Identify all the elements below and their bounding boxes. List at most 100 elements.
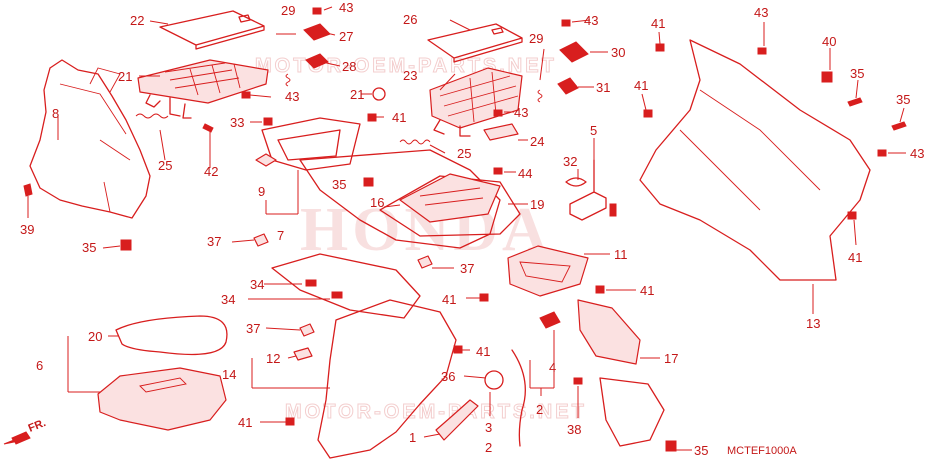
part-21-grommet[interactable]	[372, 87, 386, 101]
part-30-latch[interactable]	[559, 41, 589, 63]
part-43-bolt-a[interactable]	[312, 7, 322, 15]
part-25-spring-left[interactable]	[135, 113, 169, 119]
leader-16	[383, 204, 401, 208]
callout-35-right-b: 35	[896, 92, 910, 107]
part-37-clip-c[interactable]	[299, 323, 315, 337]
callout-9: 9	[258, 184, 265, 199]
callout-43-f: 43	[910, 146, 924, 161]
part-33-screw[interactable]	[263, 117, 273, 126]
callout-29-right: 29	[529, 31, 543, 46]
part-27-latch[interactable]	[303, 23, 331, 41]
part-7-frame-body[interactable]	[299, 149, 501, 249]
part-31-latch[interactable]	[557, 77, 579, 95]
callout-23: 23	[403, 68, 417, 83]
part-43-bolt-c[interactable]	[561, 19, 571, 27]
part-9-frame-trim[interactable]	[261, 117, 361, 171]
part-35-clip-c[interactable]	[847, 97, 863, 107]
leader-36	[463, 375, 487, 379]
leader-29b	[539, 48, 545, 81]
part-35-clip-e[interactable]	[665, 440, 677, 452]
part-42-screw[interactable]	[202, 123, 214, 133]
part-23-inner-box[interactable]	[429, 67, 523, 129]
part-43-bolt-f[interactable]	[877, 149, 887, 157]
part-20-seal[interactable]	[115, 315, 228, 356]
callout-43-a: 43	[339, 0, 353, 15]
callout-37-lower: 37	[246, 321, 260, 336]
part-41-screw-h[interactable]	[285, 417, 295, 426]
part-14-inner-fender[interactable]	[317, 299, 457, 459]
part-40-grommet[interactable]	[821, 71, 833, 83]
part-6-handle	[139, 377, 187, 393]
leader-43b	[249, 94, 272, 98]
callout-35-left: 35	[82, 240, 96, 255]
part-41-screw-g[interactable]	[453, 345, 463, 354]
part-35-clip-d[interactable]	[891, 121, 907, 131]
part-35-clip-b[interactable]	[363, 177, 374, 187]
part-41-screw-c[interactable]	[643, 109, 653, 118]
part-8-side-cover[interactable]	[29, 59, 151, 219]
part-34-clip-b[interactable]	[331, 291, 343, 299]
callout-41-h: 41	[238, 415, 252, 430]
part-35-clip-a[interactable]	[120, 239, 132, 251]
part-34-upper-fender[interactable]	[271, 253, 421, 319]
leader-35c	[855, 79, 859, 99]
callout-41-f: 41	[640, 283, 654, 298]
part-41-screw-d[interactable]	[847, 211, 857, 220]
leader-41c	[641, 93, 647, 111]
part-6-side-box[interactable]	[97, 367, 227, 431]
part-26-lid[interactable]	[427, 23, 523, 63]
part-38-bolt[interactable]	[573, 377, 583, 385]
callout-21: 21	[350, 87, 364, 102]
part-5-key-cylinder[interactable]	[569, 159, 607, 221]
part-29-spring-a[interactable]	[285, 73, 291, 87]
part-32-clip[interactable]	[565, 177, 587, 187]
part-17-guard[interactable]	[577, 299, 641, 365]
front-arrow-icon	[3, 431, 31, 445]
part-28-latch[interactable]	[305, 53, 329, 69]
leader-26	[449, 19, 471, 31]
part-4-cap[interactable]	[539, 311, 561, 329]
part-2-hose[interactable]	[511, 349, 526, 447]
part-43-bolt-e[interactable]	[757, 47, 767, 55]
callout-43-b: 43	[285, 89, 299, 104]
part-44-bolt[interactable]	[493, 167, 503, 175]
part-25-spring-center[interactable]	[399, 139, 431, 145]
part-41-screw-a[interactable]	[367, 113, 377, 122]
callout-27: 27	[339, 29, 353, 44]
part-12-clip[interactable]	[293, 347, 313, 361]
part-19-tray[interactable]	[399, 173, 501, 223]
part-8-edge	[59, 67, 131, 213]
part-5-key[interactable]	[609, 203, 617, 217]
part-9-seal[interactable]	[255, 153, 277, 167]
part-37-clip-b[interactable]	[417, 255, 433, 269]
callout-2-lower: 2	[485, 440, 492, 455]
part-41-screw-b[interactable]	[655, 43, 665, 52]
leader-37c	[265, 327, 301, 331]
part-23-grid	[439, 71, 519, 123]
leader-43c	[571, 19, 591, 23]
part-43-bolt-b[interactable]	[241, 91, 251, 99]
callout-33: 33	[230, 115, 244, 130]
callout-20: 20	[88, 329, 102, 344]
part-11-pocket-box[interactable]	[507, 245, 589, 297]
part-37-clip-a[interactable]	[253, 233, 269, 247]
part-29-spring-b[interactable]	[537, 89, 543, 103]
part-34-clip-a[interactable]	[305, 279, 317, 287]
leader-35d	[899, 107, 905, 123]
part-13-rear-fender[interactable]	[639, 39, 871, 281]
part-43-bolt-d[interactable]	[493, 109, 503, 117]
callout-12: 12	[266, 351, 280, 366]
part-16-tray-lid[interactable]	[379, 175, 521, 237]
callout-31: 31	[596, 80, 610, 95]
callout-labels: 22 21 8 25 42 33 39 35 37 9 7 29 43 27 2…	[20, 0, 924, 458]
leader-12	[287, 355, 297, 359]
part-22-lid[interactable]	[159, 10, 265, 50]
part-1-tube[interactable]	[435, 399, 479, 441]
leader-43a	[323, 6, 333, 11]
part-36-ring[interactable]	[484, 370, 504, 390]
part-41-screw-f[interactable]	[595, 285, 605, 294]
part-39-bolt[interactable]	[23, 183, 33, 197]
part-17-cover[interactable]	[599, 377, 665, 447]
part-24-bracket[interactable]	[483, 123, 519, 141]
leader-28	[321, 61, 341, 67]
